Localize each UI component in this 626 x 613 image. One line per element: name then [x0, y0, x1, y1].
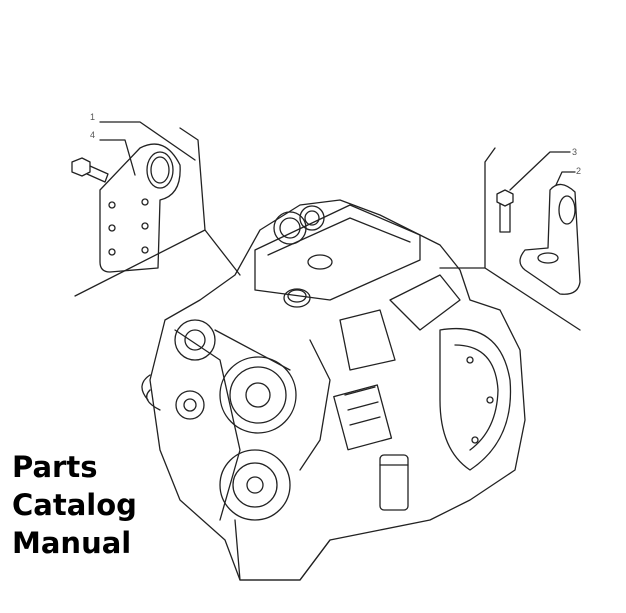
callout-2: 2: [576, 166, 581, 176]
left-detail-frame: [74, 121, 241, 297]
title-line-parts: Parts: [12, 450, 98, 484]
engine: [141, 199, 526, 581]
bolt-left: [71, 157, 109, 183]
catalog-title: Parts Catalog Manual: [12, 448, 137, 562]
right-detail-frame: [439, 147, 581, 331]
callout-3: 3: [572, 147, 577, 157]
title-line-catalog: Catalog: [12, 488, 137, 522]
bracket-right: [519, 183, 581, 295]
callout-4: 4: [90, 130, 95, 140]
bolt-right: [496, 189, 514, 233]
bracket-left: [99, 143, 181, 273]
callout-1: 1: [90, 112, 95, 122]
title-line-manual: Manual: [12, 526, 132, 560]
